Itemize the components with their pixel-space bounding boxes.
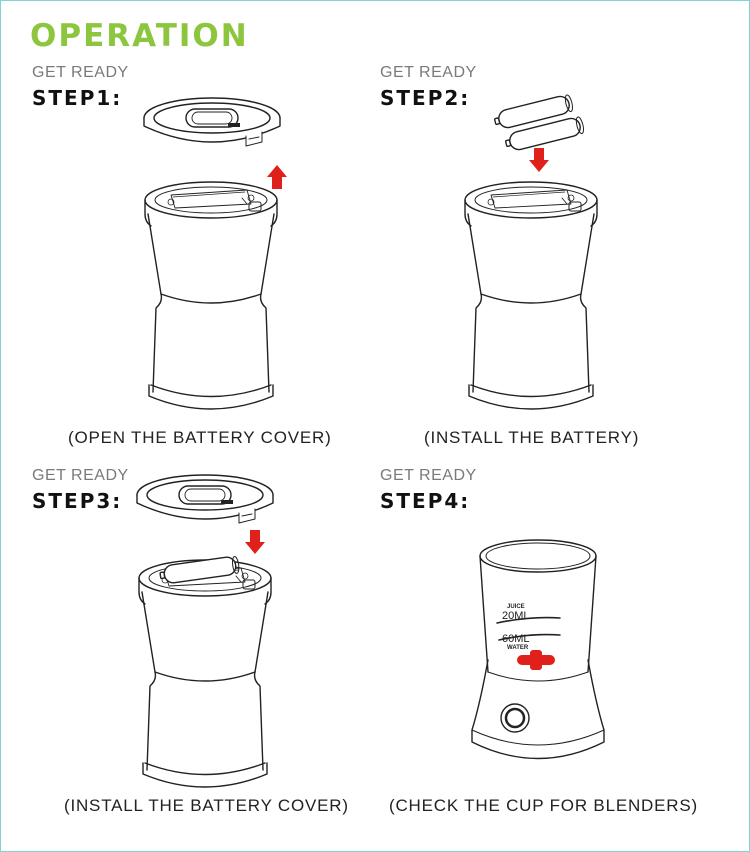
step4-caption: (CHECK THE CUP FOR BLENDERS): [389, 796, 698, 815]
step3-kicker: GET READY: [32, 467, 129, 484]
step3-illustration: [136, 474, 274, 788]
cup-mark-juice: JUICE: [507, 604, 525, 610]
step4-kicker: GET READY: [380, 467, 477, 484]
cup-mark-water: WATER: [507, 645, 529, 651]
cup-mark-20ml: 20ML: [502, 610, 530, 622]
step2-label: STEP2:: [380, 86, 471, 110]
step2-kicker: GET READY: [380, 64, 477, 81]
step4-illustration: [471, 539, 605, 760]
step4-label: STEP4:: [380, 489, 471, 513]
cup-mark-60ml: 60ML: [502, 633, 530, 645]
step3-label: STEP3:: [32, 489, 123, 513]
step2-caption: (INSTALL THE BATTERY): [424, 428, 640, 447]
step1-caption: (OPEN THE BATTERY COVER): [68, 428, 332, 447]
step1-kicker: GET READY: [32, 64, 129, 81]
step3-caption: (INSTALL THE BATTERY COVER): [64, 796, 349, 815]
page-title: OPERATION: [30, 18, 249, 54]
step1-illustration: [143, 97, 288, 410]
step1-label: STEP1:: [32, 86, 123, 110]
step2-illustration: [464, 93, 598, 410]
